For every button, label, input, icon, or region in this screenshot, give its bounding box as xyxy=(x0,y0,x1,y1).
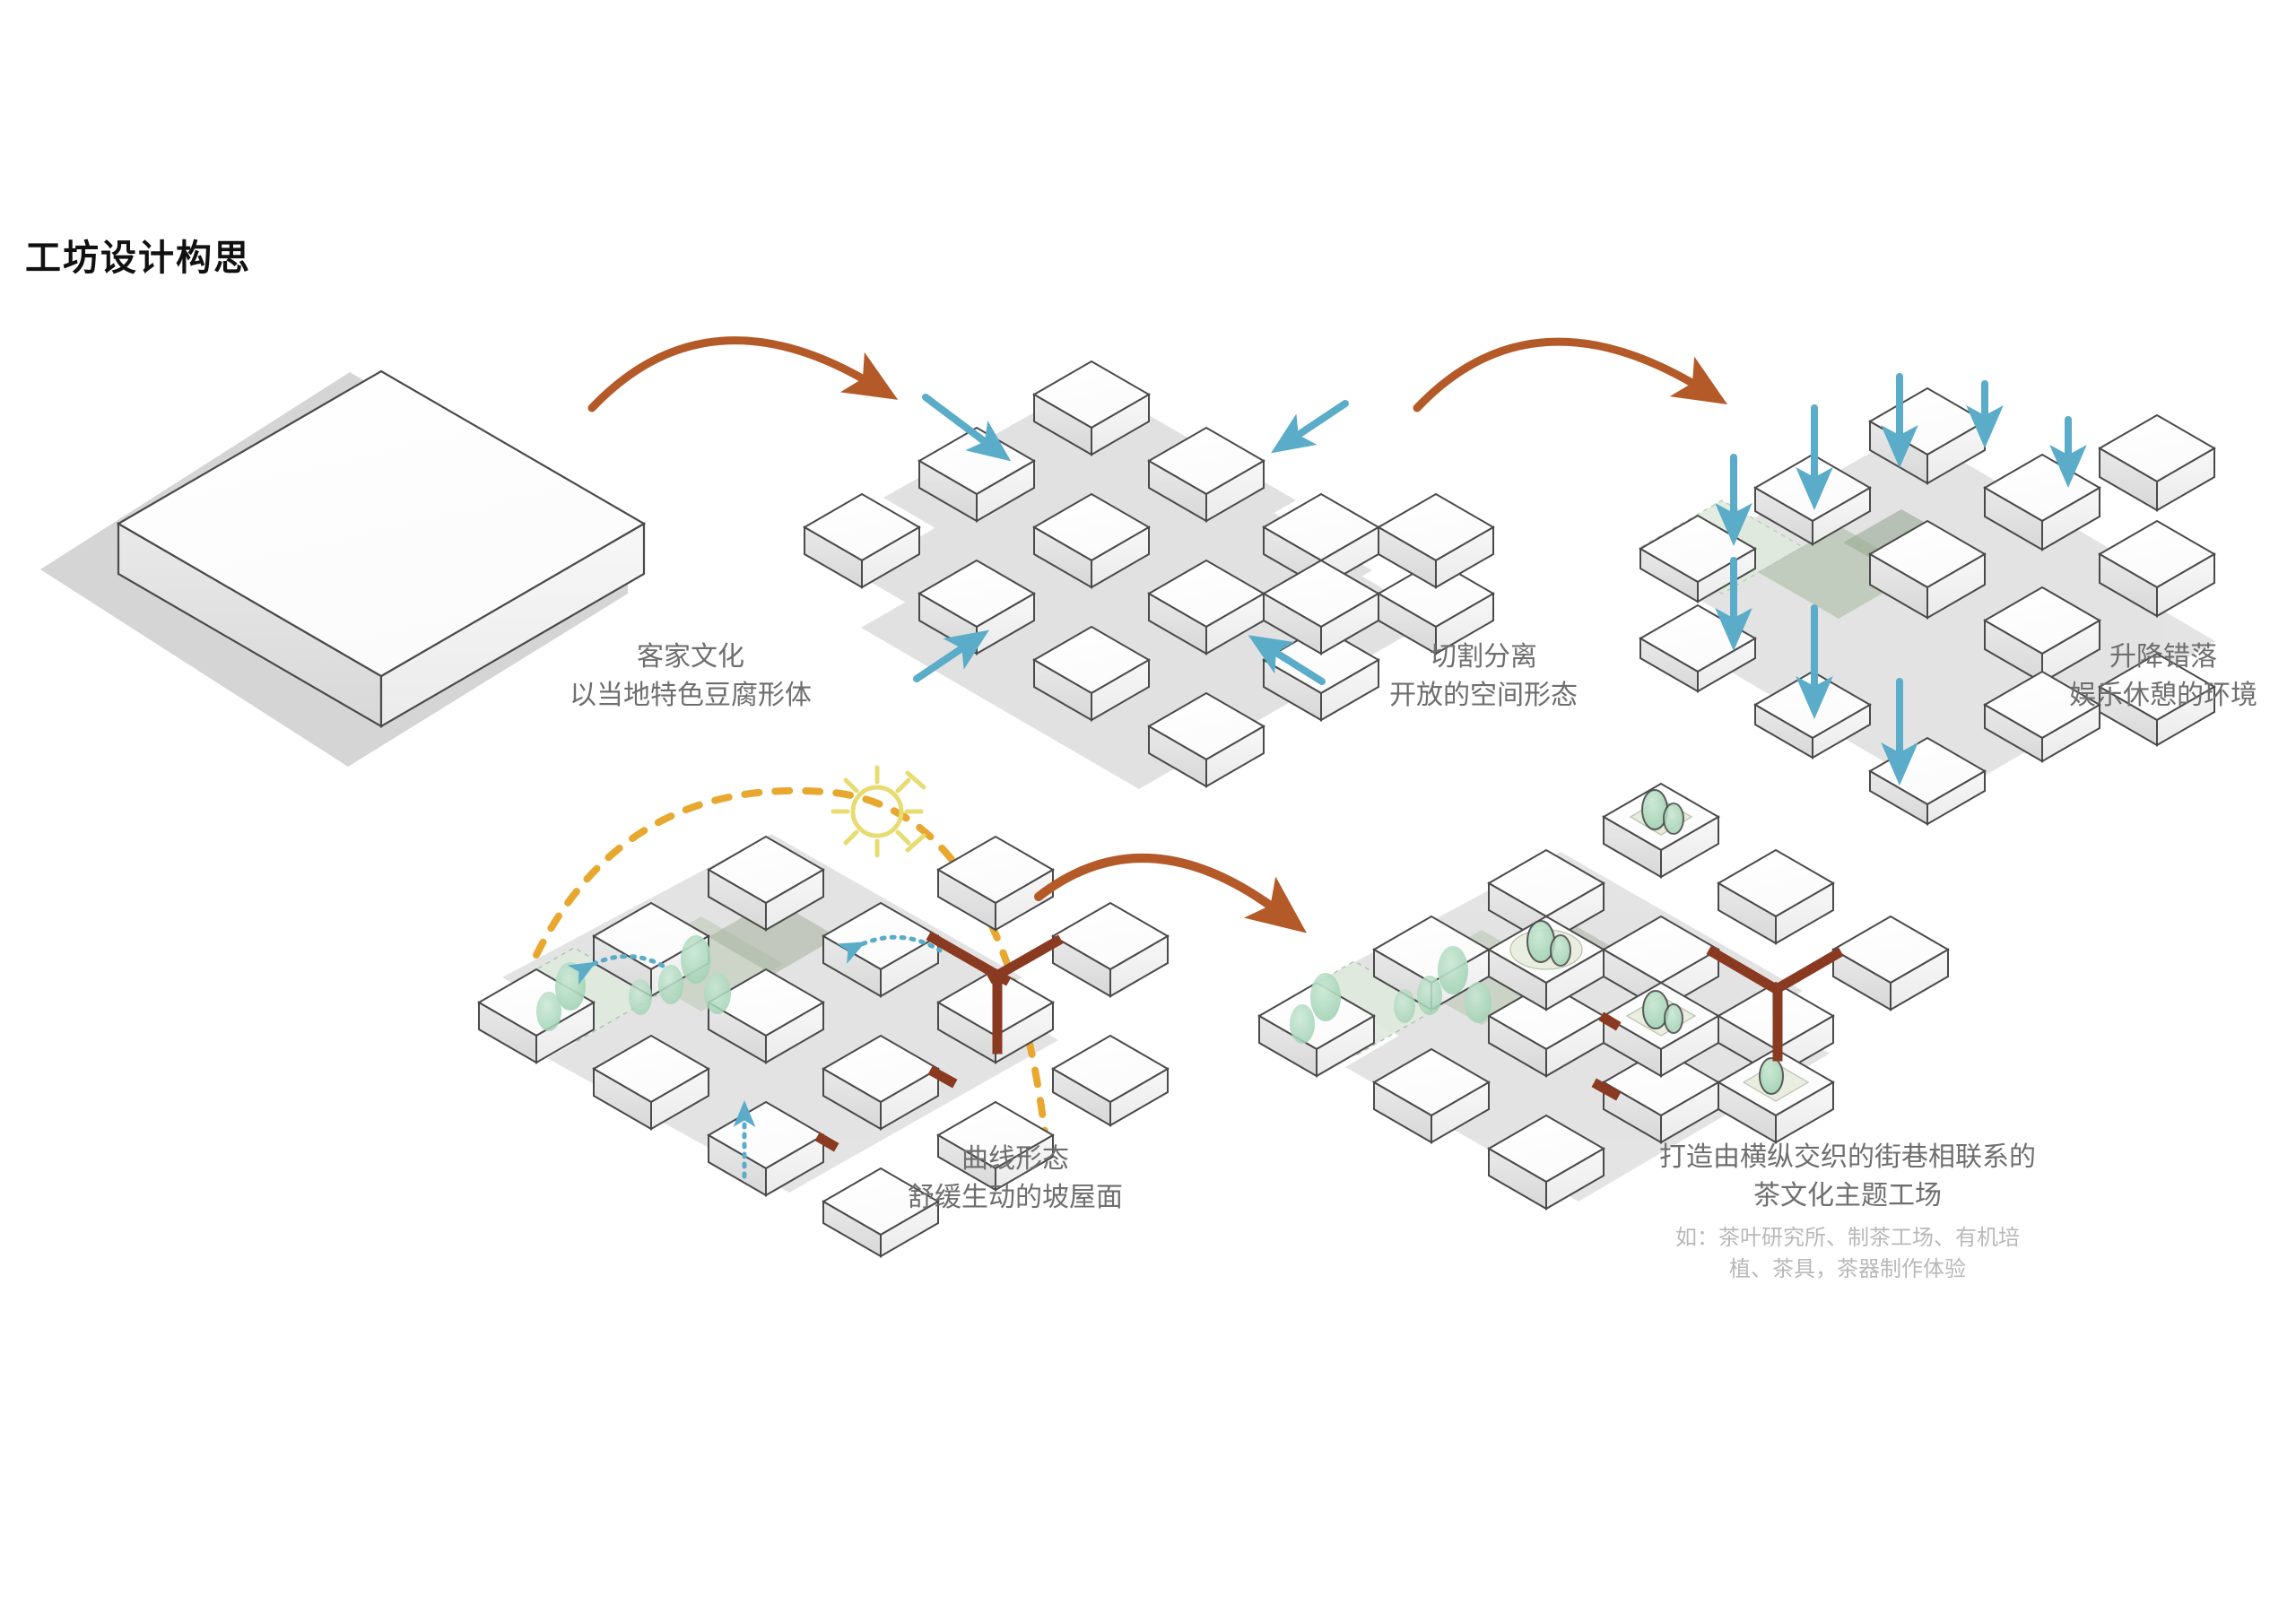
cube xyxy=(918,559,1036,655)
cube xyxy=(1032,625,1151,722)
caption-line: 升降错落 xyxy=(2109,642,2217,672)
stage-4-streets xyxy=(814,931,1064,1152)
caption-line: 茶文化主题工场 xyxy=(1753,1180,1942,1211)
roof-block xyxy=(592,1034,710,1131)
courtyard-building xyxy=(1717,1047,1835,1144)
roof-block xyxy=(707,968,825,1064)
page-title: 工坊设计构思 xyxy=(25,238,251,278)
roof-block xyxy=(1051,901,1170,998)
stage-2-inward-arrows xyxy=(913,394,1349,685)
stage-5-final xyxy=(1257,782,1950,1211)
stage-1-mass xyxy=(40,369,647,767)
cube xyxy=(1032,360,1151,456)
cube xyxy=(1032,492,1151,589)
caption-line: 开放的空间形态 xyxy=(1389,680,1578,710)
caption-stage-4: 曲线形态 舒缓生动的坡屋面 xyxy=(908,1141,1123,1217)
cube-mid xyxy=(1983,670,2101,763)
sun-icon xyxy=(831,765,926,858)
stage-2-grid xyxy=(803,360,1495,789)
roof-block xyxy=(936,968,1055,1064)
subcaption-stage-5: 如：茶叶研究所、制茶工场、有机培植、茶具，茶器制作体验 xyxy=(1675,1226,2020,1281)
cube xyxy=(803,492,921,589)
blue-arrow-inward xyxy=(922,394,1012,462)
building xyxy=(1831,915,1950,1011)
caption-stage-5: 打造由横纵交织的街巷相联系的 茶文化主题工场 xyxy=(1659,1139,2036,1215)
blue-arrow-inward xyxy=(913,629,989,682)
courtyard-building xyxy=(1602,981,1720,1078)
courtyard-building xyxy=(1602,782,1720,879)
caption-stage-3: 升降错落 娱乐休憩的环境 xyxy=(2069,638,2257,715)
stage-2-cubes xyxy=(803,360,1495,788)
cube-raised xyxy=(2098,413,2216,512)
blue-dotted-arrow xyxy=(836,934,943,964)
building xyxy=(1372,1047,1491,1144)
flow-arrow-1 xyxy=(587,336,899,412)
caption-line: 以当地特色豆腐形体 xyxy=(570,680,812,710)
stage-5-streets xyxy=(1591,945,1844,1101)
cube xyxy=(1147,691,1265,788)
blue-arrow-inward xyxy=(1248,635,1326,685)
stage-3-levels xyxy=(1639,373,2216,826)
caption-line: 切割分离 xyxy=(1430,642,1537,672)
courtyard-building xyxy=(1487,915,1605,1011)
roof-block xyxy=(707,835,825,932)
cube-raised xyxy=(2098,519,2216,618)
building xyxy=(1717,848,1835,945)
blue-arrow-inward xyxy=(1271,400,1349,454)
flow-arrow-2 xyxy=(1413,337,1728,412)
building xyxy=(1487,1114,1605,1211)
caption-line: 曲线形态 xyxy=(961,1144,1069,1174)
roof-block xyxy=(822,1167,940,1258)
cube-raised xyxy=(1753,453,1872,546)
roof-block xyxy=(936,1100,1055,1192)
caption-stage-1: 客家文化 以当地特色豆腐形体 xyxy=(570,638,812,715)
cube xyxy=(1377,559,1495,655)
blue-dotted-arrow xyxy=(567,954,670,985)
cube xyxy=(1377,492,1495,589)
cube xyxy=(1147,559,1265,655)
building xyxy=(1487,981,1605,1078)
mass-top-face xyxy=(116,369,647,678)
caption-line: 娱乐休憩的环境 xyxy=(2069,680,2257,710)
cube xyxy=(1147,426,1265,523)
stage-5-trees xyxy=(1290,946,1492,1044)
flow-arrow-3 xyxy=(1034,854,1307,933)
cube-mid xyxy=(1868,519,1987,620)
stage-5-courtyard-buildings xyxy=(1487,782,1835,1144)
caption-line: 舒缓生动的坡屋面 xyxy=(908,1182,1123,1212)
cube-mid xyxy=(2098,652,2216,747)
roof-block xyxy=(822,1034,940,1131)
caption-stage-2: 切割分离 开放的空间形态 xyxy=(1389,638,1578,715)
cube xyxy=(1262,559,1380,655)
stage-4-trees xyxy=(536,935,731,1031)
roof-block xyxy=(1051,1034,1170,1127)
stage-4-roofs xyxy=(477,765,1170,1258)
caption-line: 客家文化 xyxy=(637,642,744,672)
stage-4-roof-blocks xyxy=(477,835,1170,1258)
stage-4-roof-arrows xyxy=(567,934,943,1179)
cube-mid xyxy=(1983,586,2101,684)
caption-line: 打造由横纵交织的街巷相联系的 xyxy=(1659,1142,2036,1172)
stage-3-down-arrows xyxy=(1715,373,2087,785)
roof-block xyxy=(936,835,1055,932)
